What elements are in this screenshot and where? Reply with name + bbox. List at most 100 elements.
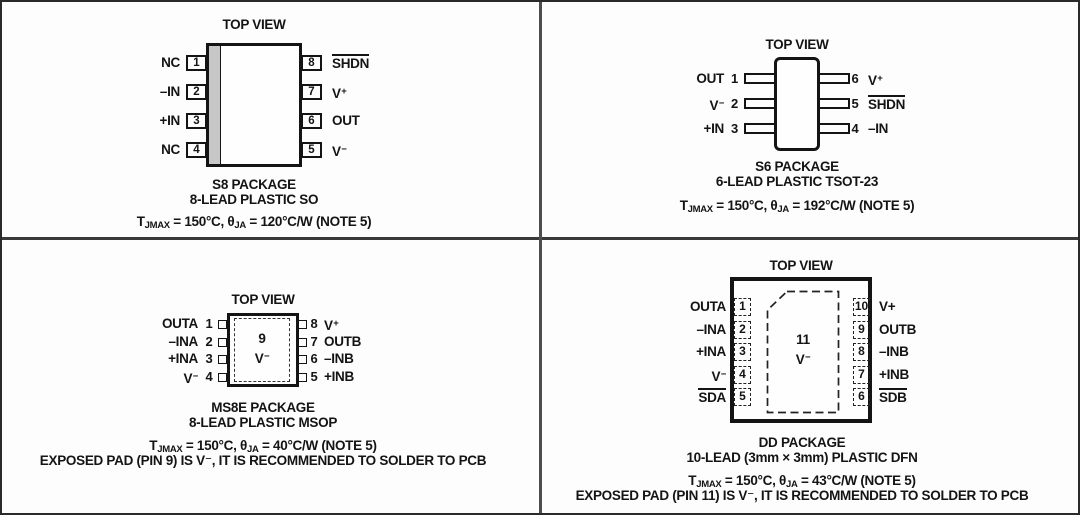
pin-label-8: –INB: [879, 344, 909, 359]
pin-label-4: V−: [183, 371, 199, 386]
pin-number-4: 4: [205, 369, 213, 384]
pin-box-7: 7: [853, 366, 870, 384]
pin-label-4: –IN: [868, 121, 889, 136]
exposed-pad-label: V−: [254, 351, 270, 366]
pin-label-3: +INA: [168, 351, 198, 366]
pin-number-6: 6: [310, 351, 318, 366]
pin-number-5: 5: [851, 96, 859, 111]
pin-number-2: 2: [205, 334, 213, 349]
pin-number-1: 1: [731, 71, 738, 86]
pin-box-1: [744, 73, 776, 84]
pin-box-3: 3: [734, 343, 751, 361]
chip-body: [730, 277, 872, 423]
pin-box-2: 2: [734, 321, 751, 339]
package-desc: 8-LEAD PLASTIC SO: [189, 192, 319, 207]
package-desc: 10-LEAD (3mm × 3mm) PLASTIC DFN: [686, 450, 918, 465]
package-desc: 8-LEAD PLASTIC MSOP: [188, 415, 338, 430]
pin-label-4: V−: [711, 369, 727, 384]
pin-label-5: SDA: [698, 388, 726, 405]
pin-box-6: [818, 73, 850, 84]
pin-box-8: 8: [853, 343, 870, 361]
pin-label-9: OUTB: [879, 322, 917, 337]
pin-label-3: +INA: [696, 344, 726, 359]
pin-label-1: OUTA: [161, 316, 198, 331]
pin-number-3: 3: [731, 121, 738, 136]
pin-label-1: NC: [161, 55, 180, 70]
top-view-label: TOP VIEW: [769, 258, 833, 273]
package-name: MS8E PACKAGE: [211, 400, 315, 415]
pin-box-10: 10: [853, 298, 870, 316]
package-name: S8 PACKAGE: [212, 177, 296, 192]
pin-box-7: [298, 338, 307, 347]
package-name: DD PACKAGE: [758, 435, 846, 450]
pin-number-4: 4: [851, 121, 859, 136]
vertical-divider: [539, 2, 542, 513]
pin-label-7: V+: [332, 86, 347, 101]
exposed-pad-note: EXPOSED PAD (PIN 9) IS V⁻, IT IS RECOMME…: [39, 453, 487, 468]
pin-box-5: [298, 373, 307, 382]
pin-box-8: [298, 320, 307, 329]
pin-label-2: –INA: [696, 322, 726, 337]
pin-box-1: 1: [186, 55, 207, 71]
pin-label-2: –IN: [159, 84, 180, 99]
pin-number-1: 1: [205, 316, 213, 331]
pin-box-6: 6: [853, 388, 870, 406]
pin-box-7: 7: [301, 84, 322, 100]
pin-label-2: –INA: [168, 334, 198, 349]
thermal-note: TJMAX = 150°C, θJA = 120°C/W (NOTE 5): [136, 214, 372, 232]
pin-box-5: 5: [734, 388, 751, 406]
pin-number-7: 7: [310, 334, 318, 349]
pin-box-5: [818, 98, 850, 109]
pin-label-3: +IN: [159, 113, 181, 128]
pin-box-2: [218, 338, 227, 347]
pin-box-4: 4: [734, 366, 751, 384]
pin-label-6: SDB: [879, 388, 907, 405]
pin-box-4: 4: [186, 142, 207, 158]
pin-box-4: [218, 373, 227, 382]
pin-box-1: [218, 320, 227, 329]
package-name: S6 PACKAGE: [755, 159, 839, 174]
pin-box-8: 8: [301, 55, 322, 71]
pin-label-5: V−: [332, 144, 347, 159]
exposed-pad-note: EXPOSED PAD (PIN 11) IS V⁻, IT IS RECOMM…: [575, 488, 1029, 503]
pin-number-5: 5: [310, 369, 318, 384]
top-view-label: TOP VIEW: [765, 37, 829, 52]
pin-box-3: [744, 123, 776, 134]
exposed-pad-number: 11: [796, 332, 810, 347]
pin-number-2: 2: [731, 96, 738, 111]
pin-label-7: OUTB: [324, 334, 362, 349]
thermal-note: TJMAX = 150°C, θJA = 192°C/W (NOTE 5): [679, 198, 915, 216]
pin-box-5: 5: [301, 142, 322, 158]
pin-label-5: +INB: [324, 369, 354, 384]
pin-number-8: 8: [310, 316, 318, 331]
chip-body: [227, 313, 299, 387]
pin-box-1: 1: [734, 298, 751, 316]
pin-box-3: 3: [186, 113, 207, 129]
thermal-note: TJMAX = 150°C, θJA = 43°C/W (NOTE 5): [688, 473, 916, 491]
pin-number-6: 6: [851, 71, 859, 86]
s6-package-section: TOP VIEW 1 2 3 OUT V− +IN 6 5 4 V+ SHDN …: [542, 2, 1078, 237]
pin-box-2: [744, 98, 776, 109]
pin-label-8: V+: [324, 318, 339, 333]
pin-label-4: NC: [161, 142, 180, 157]
pin-label-6: –INB: [324, 351, 354, 366]
pin-box-4: [818, 123, 850, 134]
chip-body: [206, 43, 302, 167]
pin-label-1: OUT: [696, 71, 724, 86]
pin-label-5: SHDN: [868, 95, 906, 112]
exposed-pad-label: V−: [795, 352, 811, 367]
pin-label-10: V+: [879, 299, 896, 314]
pin-label-3: +IN: [703, 121, 725, 136]
package-desc: 6-LEAD PLASTIC TSOT-23: [715, 174, 879, 189]
pin-box-9: 9: [853, 321, 870, 339]
pin-box-3: [218, 355, 227, 364]
pin1-side-stripe: [209, 46, 221, 164]
dd-package-section: TOP VIEW 11 V− 1 2 3 4 5 OUTA –INA +INA …: [542, 240, 1078, 513]
pin-box-2: 2: [186, 84, 207, 100]
pin-label-1: OUTA: [689, 299, 726, 314]
ms8e-package-section: TOP VIEW 9 V− 1 2 3 4 OUTA –INA +INA V− …: [2, 240, 539, 513]
pin-box-6: 6: [301, 113, 322, 129]
pin-label-6: V+: [868, 73, 883, 88]
s8-package-section: TOP VIEW 1 2 3 4 NC –IN +IN NC 8 7 6 5 S…: [2, 2, 539, 237]
